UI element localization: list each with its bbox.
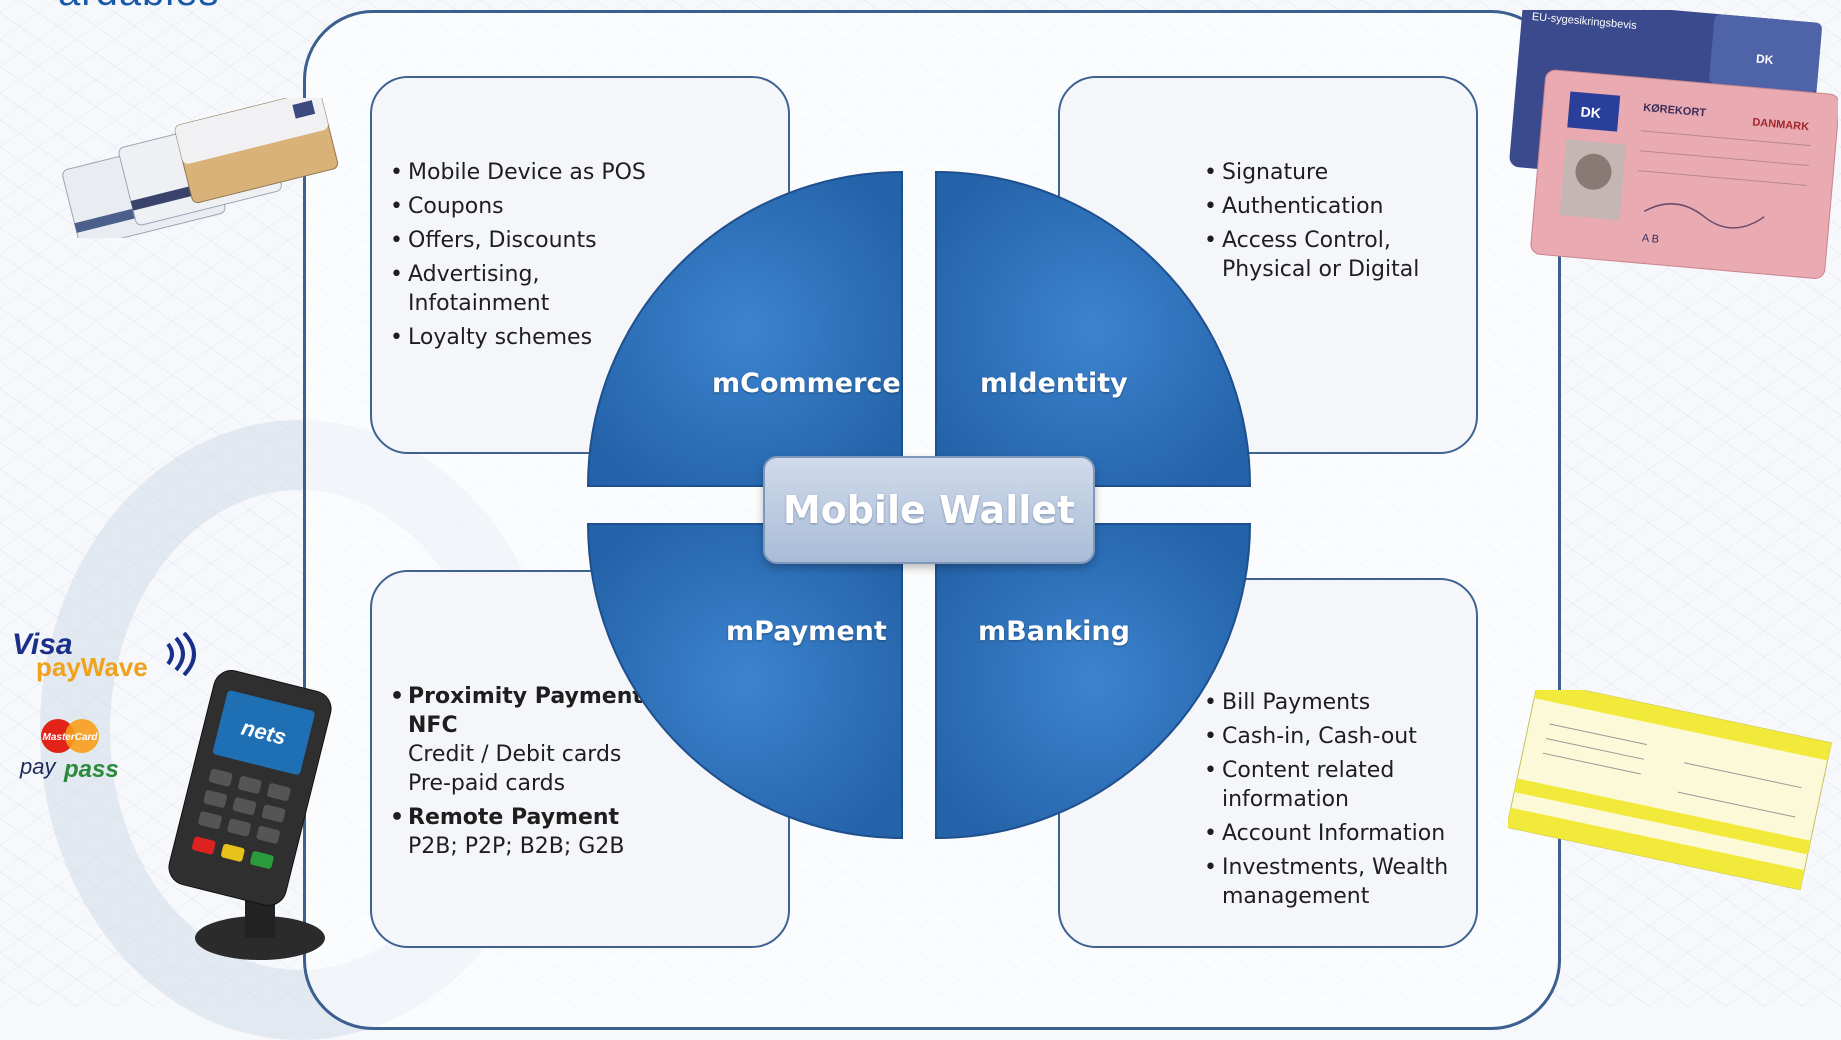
license-country: DK <box>1580 103 1602 121</box>
midentity-list: Signature Authentication Access Control,… <box>1204 158 1466 284</box>
mastercard-paypass-logo: MasterCard pay pass <box>18 718 128 788</box>
list-item: Account Information <box>1204 819 1466 848</box>
label-midentity: mIdentity <box>980 368 1128 399</box>
wallet-wheel <box>586 170 1252 840</box>
license-title: KØREKORT <box>1643 102 1707 119</box>
list-item: Loyalty schemes <box>390 323 772 352</box>
list-item: Offers, Discounts <box>390 226 772 255</box>
label-mpayment: mPayment <box>726 616 887 647</box>
health-card-country: DK <box>1755 52 1774 67</box>
contactless-icon <box>166 632 196 676</box>
license-subtitle: DANMARK <box>1752 116 1810 133</box>
mbanking-list: Bill Payments Cash-in, Cash-out Content … <box>1204 688 1466 911</box>
list-item: Content related information <box>1204 756 1466 814</box>
payment-terminal-image: nets <box>168 670 332 960</box>
list-item: Access Control, Physical or Digital <box>1204 226 1466 284</box>
terminal-screen <box>212 690 315 775</box>
list-item: Advertising, Infotainment <box>390 260 772 318</box>
visa-text: Visa <box>12 628 73 661</box>
sector-mbanking <box>935 523 1252 840</box>
mcommerce-list: Mobile Device as POS Coupons Offers, Dis… <box>390 158 772 352</box>
label-mcommerce: mCommerce <box>712 368 901 399</box>
label-mbanking: mBanking <box>978 616 1130 647</box>
heading-fragment: ardables <box>58 0 219 15</box>
paypass-pass: pass <box>64 756 119 783</box>
id-cards-image: EU-sygesikringsbevis DK DK KØREKORT DANM… <box>1509 10 1838 279</box>
mastercard-icon: MasterCard <box>41 719 99 753</box>
visa-paywave-logo: Visa payWave <box>12 628 202 688</box>
list-item: Authentication <box>1204 192 1466 221</box>
list-item: Signature <box>1204 158 1466 187</box>
list-item: Cash-in, Cash-out <box>1204 722 1466 751</box>
paywave-text: payWave <box>36 652 148 682</box>
list-item: Coupons <box>390 192 772 221</box>
bank-cards-image <box>62 98 339 238</box>
payment-slip-image <box>1508 690 1832 891</box>
list-item: Investments, Wealth management <box>1204 853 1466 911</box>
sector-mcommerce <box>586 170 903 487</box>
mastercard-text: MasterCard <box>42 732 98 743</box>
paypass-pay: pay <box>20 754 56 779</box>
sector-mpayment <box>586 523 903 840</box>
sector-midentity <box>935 170 1252 487</box>
license-code: A B <box>1641 232 1659 245</box>
center-label-mobile-wallet: Mobile Wallet <box>763 456 1095 564</box>
list-item: Bill Payments <box>1204 688 1466 717</box>
list-item: Mobile Device as POS <box>390 158 772 187</box>
